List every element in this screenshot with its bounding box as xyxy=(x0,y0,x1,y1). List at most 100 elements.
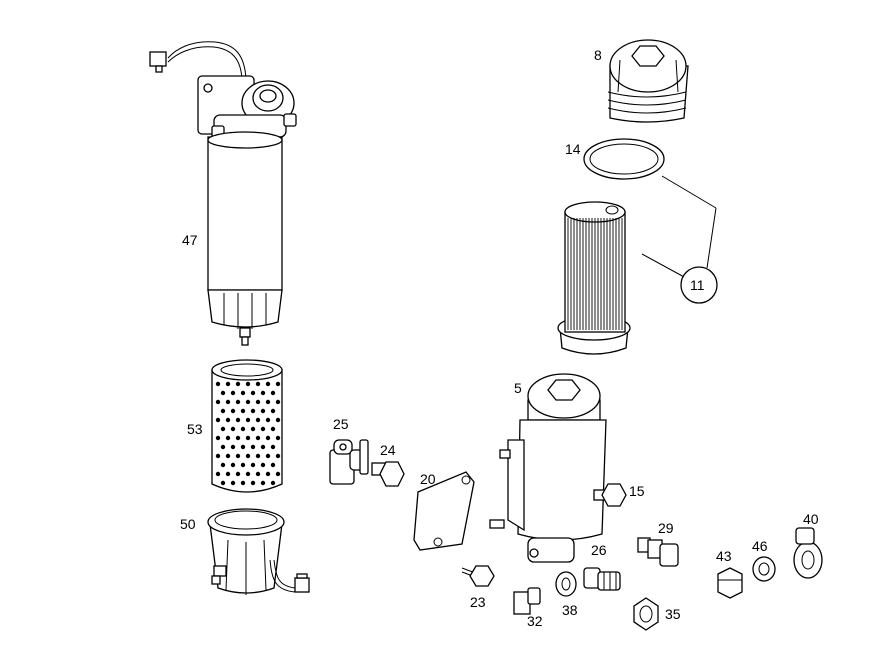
perforation-hole xyxy=(230,408,236,414)
perforation-hole xyxy=(260,444,266,450)
perforation-hole xyxy=(250,426,256,432)
perforation-hole xyxy=(235,471,241,477)
perforation-holes xyxy=(215,381,281,486)
perforation-hole xyxy=(275,453,281,459)
callout-8: 8 xyxy=(594,47,602,63)
part-32-drain-plug[interactable] xyxy=(513,587,541,615)
perforation-hole xyxy=(240,480,246,486)
callout-23: 23 xyxy=(470,594,486,610)
perforation-hole xyxy=(235,399,241,405)
perforation-hole xyxy=(235,435,241,441)
perforation-hole xyxy=(225,399,231,405)
perforation-hole xyxy=(245,399,251,405)
perforation-hole xyxy=(225,453,231,459)
callout-43: 43 xyxy=(716,548,732,564)
perforation-hole xyxy=(215,453,221,459)
perforation-hole xyxy=(275,381,281,387)
part-20-bracket[interactable] xyxy=(413,471,475,551)
perforation-hole xyxy=(255,453,261,459)
callout-11-leaders xyxy=(641,175,717,279)
perforation-hole xyxy=(265,399,271,405)
part-15-bolt[interactable] xyxy=(593,483,627,507)
perforation-hole xyxy=(230,426,236,432)
cartridge-pleats xyxy=(567,218,623,330)
perforation-hole xyxy=(225,381,231,387)
perforation-hole xyxy=(245,417,251,423)
perforation-hole xyxy=(245,435,251,441)
callout-47: 47 xyxy=(182,232,198,248)
part-23-bolt[interactable] xyxy=(461,565,495,587)
perforation-hole xyxy=(270,444,276,450)
callout-11-circle xyxy=(680,266,718,304)
part-11-filter-cartridge[interactable] xyxy=(557,201,631,355)
perforation-hole xyxy=(215,417,221,423)
perforation-hole xyxy=(230,480,236,486)
part-38-washer[interactable] xyxy=(555,571,577,597)
part-25-sensor-fitting[interactable] xyxy=(329,439,369,485)
part-26-hose-fitting[interactable] xyxy=(583,567,621,591)
perforation-hole xyxy=(220,426,226,432)
perforation-hole xyxy=(255,417,261,423)
perforation-hole xyxy=(275,399,281,405)
part-46-washer[interactable] xyxy=(752,556,776,582)
callout-24: 24 xyxy=(380,442,396,458)
perforation-hole xyxy=(270,390,276,396)
part-43-plug[interactable] xyxy=(717,567,743,599)
perforation-hole xyxy=(250,444,256,450)
part-5-filter-housing[interactable] xyxy=(489,373,607,563)
perforation-hole xyxy=(220,444,226,450)
perforation-hole xyxy=(260,426,266,432)
callout-40: 40 xyxy=(803,511,819,527)
callout-50: 50 xyxy=(180,516,196,532)
perforation-hole xyxy=(220,462,226,468)
perforation-hole xyxy=(220,408,226,414)
part-24-bolt[interactable] xyxy=(371,461,405,487)
perforation-hole xyxy=(265,471,271,477)
perforation-hole xyxy=(260,462,266,468)
perforation-hole xyxy=(250,462,256,468)
callout-46: 46 xyxy=(752,538,768,554)
part-53-filter-element[interactable] xyxy=(211,359,283,493)
perforation-hole xyxy=(215,381,221,387)
part-8-filter-cap[interactable] xyxy=(607,39,689,123)
part-14-seal-ring[interactable] xyxy=(583,138,665,180)
perforation-hole xyxy=(260,390,266,396)
perforation-hole xyxy=(225,471,231,477)
perforation-hole xyxy=(250,480,256,486)
perforation-hole xyxy=(260,480,266,486)
part-29-fitting[interactable] xyxy=(637,537,679,567)
part-47-fuel-filter-housing[interactable] xyxy=(149,41,297,346)
perforation-hole xyxy=(260,408,266,414)
perforation-hole xyxy=(250,390,256,396)
perforation-hole xyxy=(245,381,251,387)
perforation-hole xyxy=(225,417,231,423)
callout-14: 14 xyxy=(565,141,581,157)
perforation-hole xyxy=(220,480,226,486)
perforation-hole xyxy=(215,471,221,477)
callout-32: 32 xyxy=(527,613,543,629)
perforation-hole xyxy=(265,381,271,387)
part-35-nut[interactable] xyxy=(633,597,659,631)
perforation-hole xyxy=(235,417,241,423)
perforation-hole xyxy=(215,399,221,405)
perforation-hole xyxy=(250,408,256,414)
perforation-hole xyxy=(270,426,276,432)
callout-38: 38 xyxy=(562,602,578,618)
callout-29: 29 xyxy=(658,520,674,536)
perforation-hole xyxy=(240,444,246,450)
perforation-hole xyxy=(275,417,281,423)
part-40-banjo-fitting[interactable] xyxy=(793,527,823,579)
callout-15: 15 xyxy=(629,483,645,499)
part-50-water-bowl[interactable] xyxy=(207,508,310,595)
perforation-hole xyxy=(255,471,261,477)
perforation-hole xyxy=(220,390,226,396)
perforation-hole xyxy=(270,408,276,414)
callout-53: 53 xyxy=(187,421,203,437)
perforation-hole xyxy=(225,435,231,441)
perforation-hole xyxy=(235,381,241,387)
perforation-hole xyxy=(245,453,251,459)
callout-26: 26 xyxy=(591,542,607,558)
callout-5: 5 xyxy=(514,380,522,396)
perforation-hole xyxy=(240,390,246,396)
